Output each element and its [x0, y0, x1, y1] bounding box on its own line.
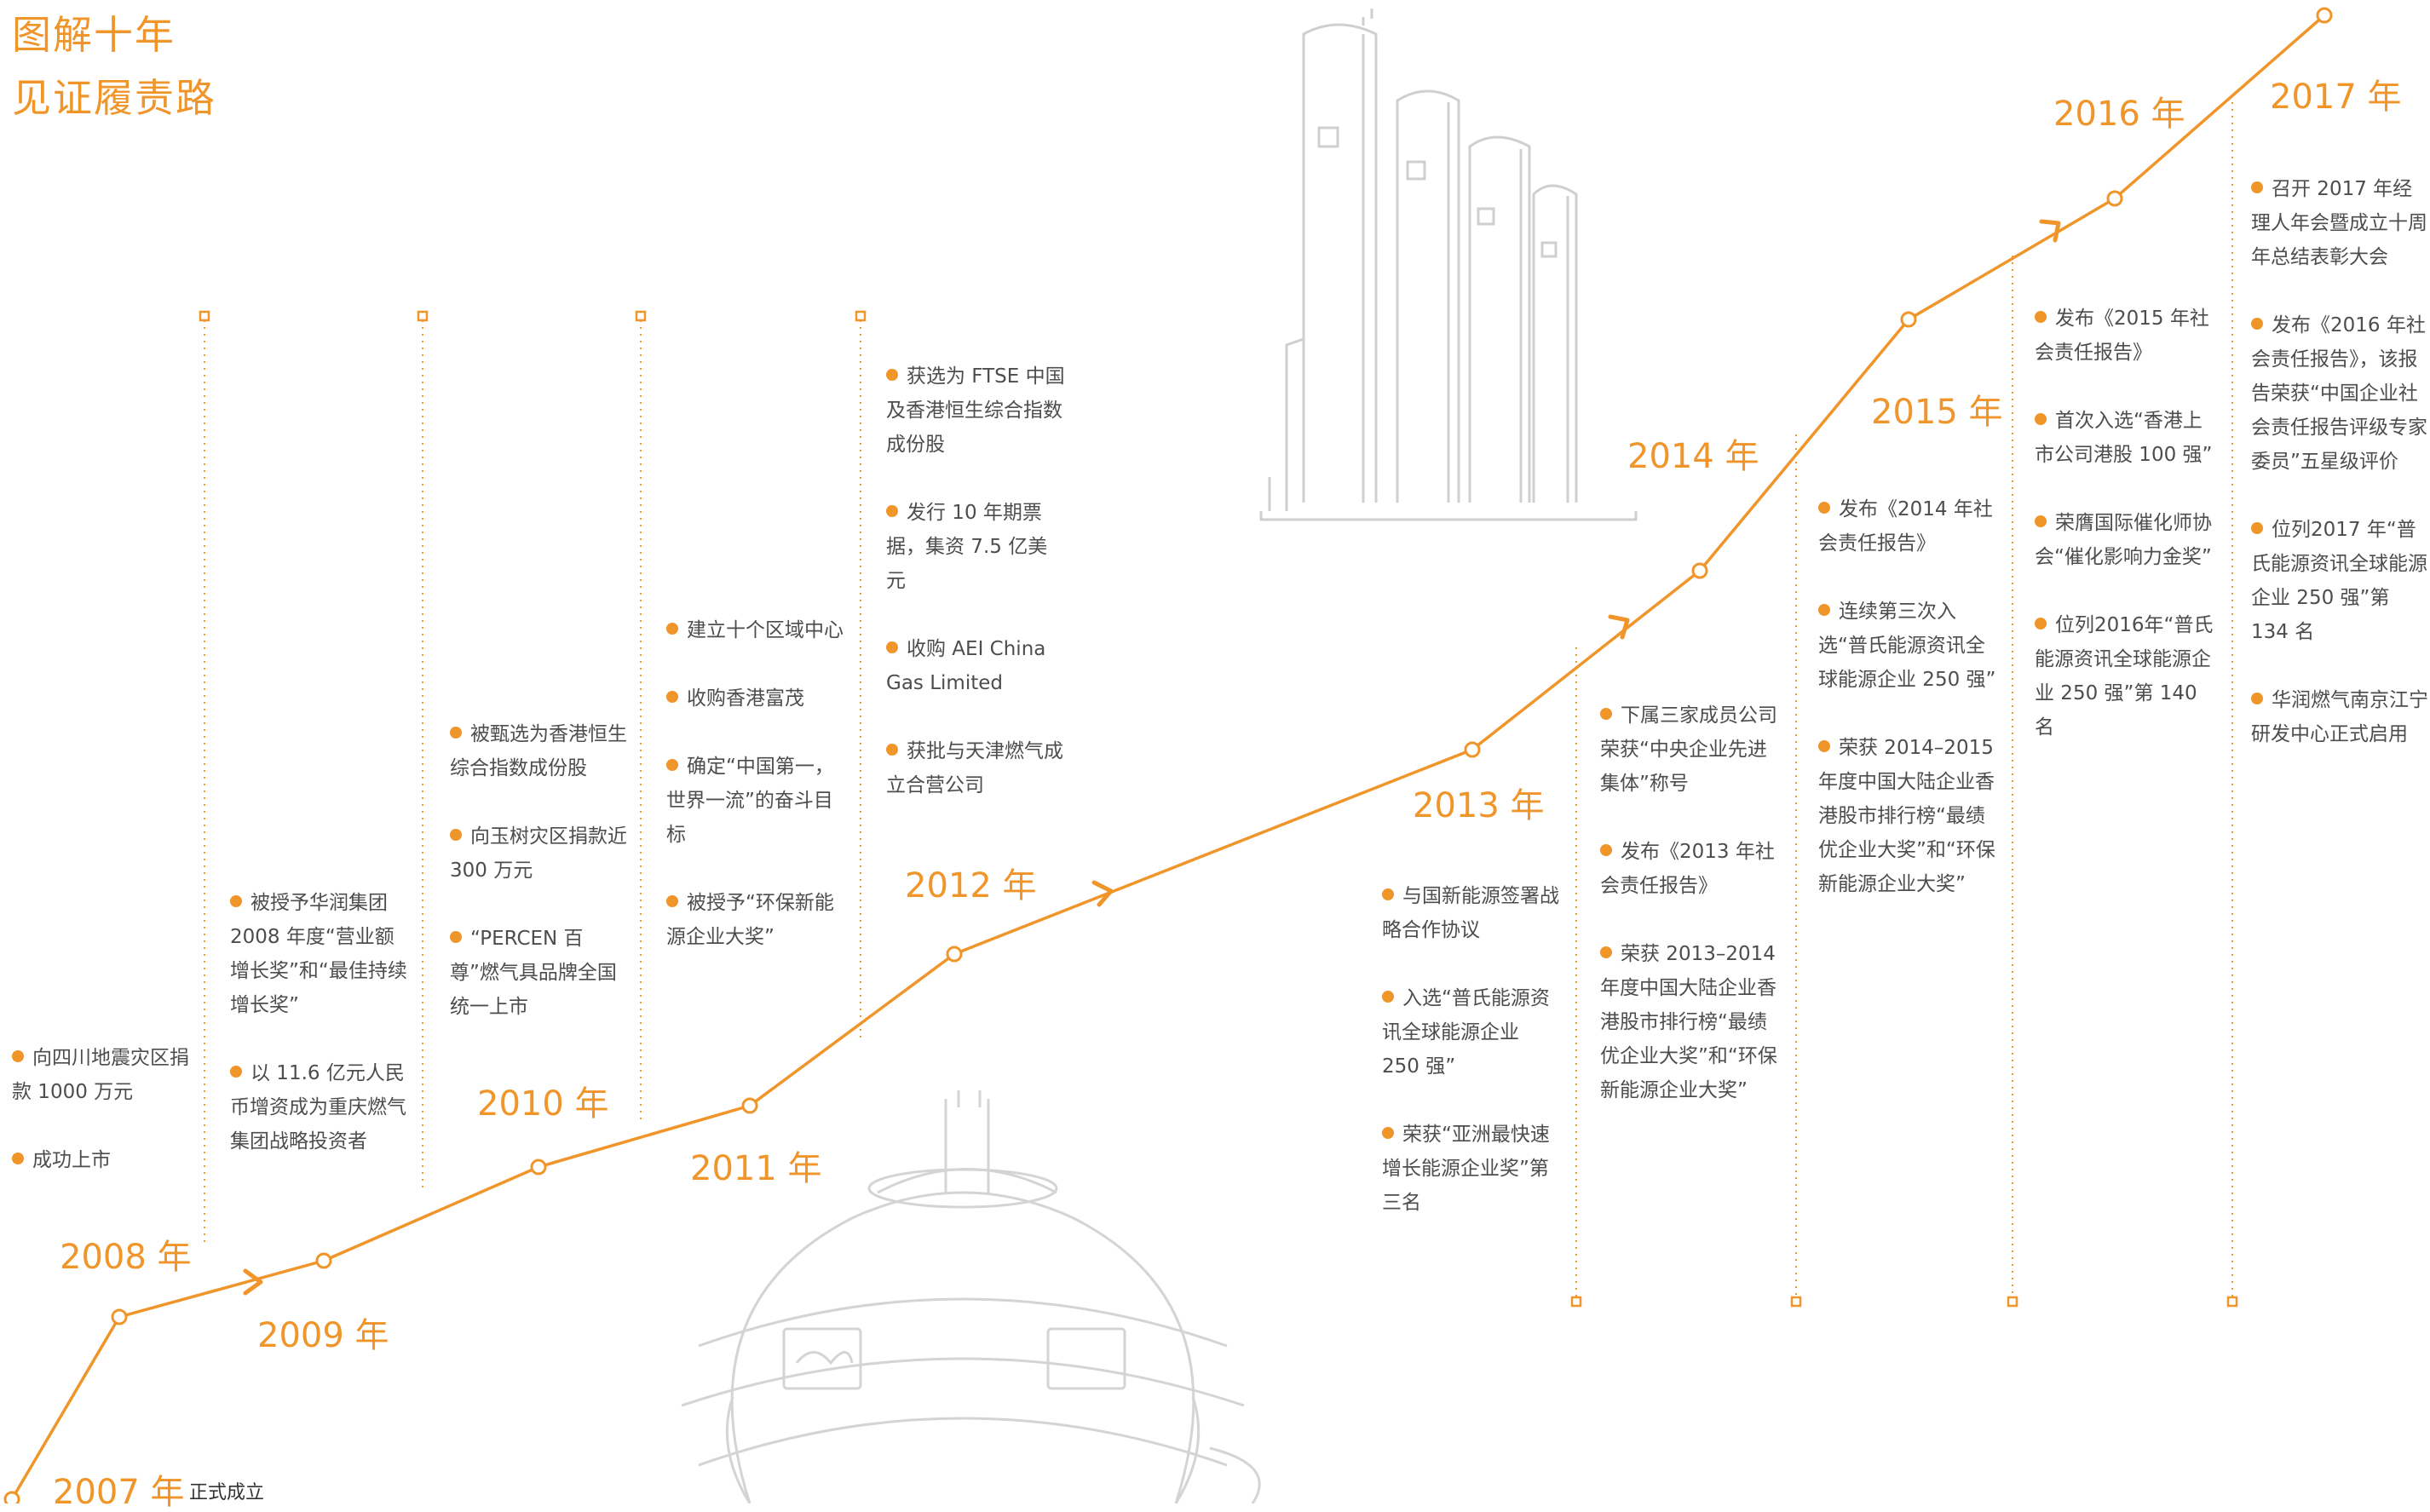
event-item: 向四川地震灾区捐款 1000 万元 [12, 1041, 193, 1109]
event-item: 获批与天津燃气成立合营公司 [886, 734, 1067, 802]
year-label-2013: 2013 年 [1413, 786, 1545, 825]
events-2013: 与国新能源签署战略合作协议 入选“普氏能源资讯全球能源企业 250 强” 荣获“… [1382, 879, 1563, 1254]
events-2012: 获选为 FTSE 中国及香港恒生综合指数成份股 发行 10 年期票据，集资 7.… [886, 359, 1067, 836]
page-subtitle: 见证履责路 [12, 75, 216, 121]
event-item: 连续第三次入选“普氏能源资讯全球能源企业 250 强” [1818, 595, 1999, 697]
year-label-2017: 2017 年 [2270, 78, 2402, 117]
event-item: 荣获 2014–2015 年度中国大陆企业香港股市排行榜“最绩优企业大奖”和“环… [1818, 731, 1999, 901]
events-2011: 建立十个区域中心 收购香港富茂 确定“中国第一，世界一流”的奋斗目标 被授予“环… [666, 613, 847, 988]
year-label-2012: 2012 年 [905, 866, 1037, 905]
event-item: 收购 AEI China Gas Limited [886, 632, 1067, 700]
events-2017: 召开 2017 年经理人年会暨成立十周年总结表彰大会 发布《2016 年社会责任… [2251, 172, 2430, 785]
guide-line-markers [199, 310, 2238, 1308]
events-2010: 被甄选为香港恒生综合指数成份股 向玉树灾区捐款近 300 万元 “PERCEN … [450, 717, 631, 1058]
event-item: 下属三家成员公司荣获“中央企业先进集体”称号 [1600, 699, 1781, 801]
event-item: 召开 2017 年经理人年会暨成立十周年总结表彰大会 [2251, 172, 2430, 274]
event-item: 发布《2015 年社会责任报告》 [2035, 302, 2215, 370]
event-item: 华润燃气南京江宁研发中心正式启用 [2251, 683, 2430, 751]
year-label-2008: 2008 年 [60, 1238, 192, 1277]
year-label-2010: 2010 年 [477, 1084, 609, 1124]
year-label-2009: 2009 年 [257, 1316, 389, 1355]
event-item: 确定“中国第一，世界一流”的奋斗目标 [666, 750, 847, 852]
guide-lines [204, 102, 2233, 1299]
event-item: 荣膺国际催化师协会“催化影响力金奖” [2035, 506, 2215, 574]
event-item: 首次入选“香港上市公司港股 100 强” [2035, 404, 2215, 472]
event-item: 发布《2013 年社会责任报告》 [1600, 835, 1781, 903]
page-title: 图解十年 [12, 12, 176, 58]
event-item: 获选为 FTSE 中国及香港恒生综合指数成份股 [886, 359, 1067, 462]
event-item: 被授予华润集团 2008 年度“营业额增长奖”和“最佳持续增长奖” [230, 886, 411, 1022]
event-item: 荣获 2013–2014 年度中国大陆企业香港股市排行榜“最绩优企业大奖”和“环… [1600, 937, 1781, 1107]
year-label-2016: 2016 年 [2053, 95, 2185, 134]
event-item: 被甄选为香港恒生综合指数成份股 [450, 717, 631, 785]
event-item: 发行 10 年期票据，集资 7.5 亿美元 [886, 496, 1067, 598]
year-label-2007: 2007 年 [53, 1473, 185, 1512]
event-item: 与国新能源签署战略合作协议 [1382, 879, 1563, 947]
events-2015: 发布《2014 年社会责任报告》 连续第三次入选“普氏能源资讯全球能源企业 25… [1818, 492, 1999, 935]
events-2009: 被授予华润集团 2008 年度“营业额增长奖”和“最佳持续增长奖” 以 11.6… [230, 886, 411, 1193]
events-2014: 下属三家成员公司荣获“中央企业先进集体”称号 发布《2013 年社会责任报告》 … [1600, 699, 1781, 1141]
event-item: 位列2016年“普氏能源资讯全球能源企业 250 强”第 140 名 [2035, 608, 2215, 745]
timeline-nodes [3, 7, 2333, 1503]
event-item: 建立十个区域中心 [666, 613, 847, 647]
event-item: 荣获“亚洲最快速增长能源企业奖”第三名 [1382, 1118, 1563, 1220]
event-item: 收购香港富茂 [666, 681, 847, 716]
spherical-tank-illustration [681, 1090, 1261, 1503]
event-item: 向玉树灾区捐款近 300 万元 [450, 819, 631, 888]
event-item: 成功上市 [12, 1143, 193, 1177]
year-label-2014: 2014 年 [1627, 437, 1759, 476]
year-note-2007: 正式成立 [189, 1482, 265, 1503]
gas-tanks-illustration [1259, 9, 1638, 521]
event-item: 以 11.6 亿元人民币增资成为重庆燃气集团战略投资者 [230, 1056, 411, 1158]
events-2016: 发布《2015 年社会责任报告》 首次入选“香港上市公司港股 100 强” 荣膺… [2035, 302, 2215, 779]
year-label-2015: 2015 年 [1871, 393, 2003, 432]
event-item: 位列2017 年“普氏能源资讯全球能源企业 250 强”第 134 名 [2251, 513, 2430, 649]
year-label-2011: 2011 年 [690, 1149, 822, 1188]
event-item: 被授予“环保新能源企业大奖” [666, 886, 847, 954]
events-2008: 向四川地震灾区捐款 1000 万元 成功上市 [12, 1041, 193, 1211]
event-item: 入选“普氏能源资讯全球能源企业 250 强” [1382, 981, 1563, 1084]
event-item: “PERCEN 百尊”燃气具品牌全国统一上市 [450, 922, 631, 1024]
direction-arrows [243, 219, 2061, 1296]
event-item: 发布《2016 年社会责任报告》，该报告荣获“中国企业社会责任报告评级专家委员”… [2251, 308, 2430, 479]
event-item: 发布《2014 年社会责任报告》 [1818, 492, 1999, 561]
